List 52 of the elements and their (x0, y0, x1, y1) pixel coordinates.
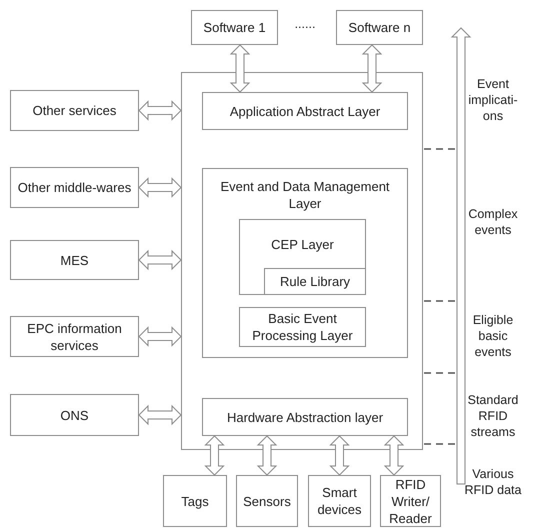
stage-label: Complex events (467, 206, 519, 238)
box-label: Software n (348, 19, 411, 36)
layer-box (10, 167, 139, 208)
double-arrow (256, 435, 278, 476)
layer-box (264, 268, 366, 295)
box-label: Hardware Abstraction layer (226, 408, 384, 426)
double-arrow (384, 435, 404, 476)
box-label: Smart devices (316, 484, 363, 518)
stage-label: Event implicati-ons (467, 76, 519, 124)
double-arrow (138, 404, 182, 426)
stage-label: Standard RFID streams (466, 392, 520, 440)
box-label: Event and Data Management Layer (219, 178, 391, 212)
double-arrow (138, 250, 182, 270)
double-arrow (138, 100, 182, 121)
box-label: Application Abstract Layer (230, 102, 380, 120)
middleware-frame (181, 72, 423, 450)
box-label: RFID Writer/ Reader (388, 476, 433, 526)
double-arrow (329, 435, 350, 476)
double-arrow (204, 435, 225, 476)
layer-box (239, 219, 366, 295)
box-label: Software 1 (203, 19, 266, 36)
box-label: Tags (181, 492, 209, 510)
layer-box (202, 398, 408, 436)
layer-box (236, 475, 298, 527)
layer-box (191, 10, 278, 45)
layer-box (202, 168, 408, 358)
box-label: Other middle-wares (18, 179, 132, 196)
stage-label: ...... (294, 16, 316, 32)
stage-label: Various RFID data (464, 466, 522, 498)
layer-box (10, 316, 139, 357)
box-label: ONS (60, 406, 89, 424)
stage-label: Eligible basic events (472, 312, 514, 360)
layer-box (10, 90, 139, 131)
box-label: MES (60, 252, 89, 268)
layer-box (10, 240, 139, 280)
layer-box (336, 10, 423, 45)
box-label: CEP Layer (271, 236, 334, 253)
layer-box (202, 92, 408, 130)
box-label: Basic Event Processing Layer (251, 310, 354, 344)
box-label: Rule Library (280, 273, 350, 290)
box-label: Sensors (243, 492, 291, 510)
layer-box (163, 475, 227, 527)
double-arrow (138, 326, 182, 347)
layer-box (239, 307, 366, 347)
layer-box (308, 475, 371, 527)
double-arrow (362, 44, 382, 93)
box-label: Other services (32, 102, 116, 119)
double-arrow (230, 44, 250, 93)
box-label: EPC information services (26, 320, 123, 354)
layer-box (10, 394, 139, 436)
double-arrow (138, 177, 182, 198)
layer-box (380, 475, 441, 527)
